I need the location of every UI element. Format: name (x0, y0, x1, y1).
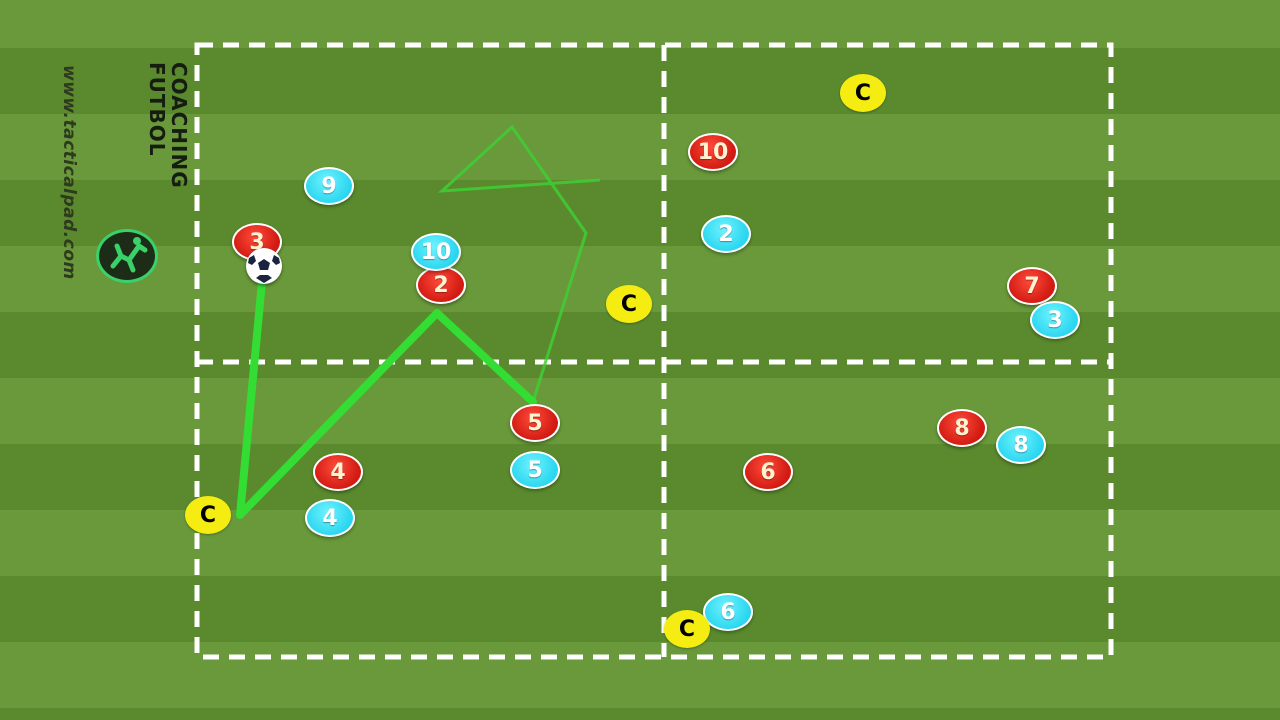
grid-outline (194, 42, 1114, 660)
grass-stripe (0, 576, 1280, 642)
soccer-ball-icon[interactable] (246, 248, 282, 284)
grass-stripe (0, 0, 1280, 48)
cyan-player-4[interactable]: 4 (305, 499, 355, 537)
pass-line (236, 278, 537, 519)
red-player-10[interactable]: 10 (688, 133, 738, 171)
cyan-player-10[interactable]: 10 (411, 233, 461, 271)
pass-lines (236, 278, 537, 519)
red-player-7[interactable]: 7 (1007, 267, 1057, 305)
cyan-player-6[interactable]: 6 (703, 593, 753, 631)
red-player-4[interactable]: 4 (313, 453, 363, 491)
red-player-8[interactable]: 8 (937, 409, 987, 447)
website-url: www.tacticalpad.com (59, 65, 79, 280)
grass-stripe (0, 180, 1280, 246)
grass-stripe (0, 378, 1280, 444)
red-player-5[interactable]: 5 (510, 404, 560, 442)
training-grid (194, 42, 1114, 660)
run-line (437, 124, 601, 403)
cyan-player-9[interactable]: 9 (304, 167, 354, 205)
cyan-player-3[interactable]: 3 (1030, 301, 1080, 339)
cyan-player-8[interactable]: 8 (996, 426, 1046, 464)
grass-stripe (0, 642, 1280, 708)
brand-title-line1: COACHING (167, 62, 191, 189)
coach-marker[interactable]: C (840, 74, 886, 112)
cyan-player-2[interactable]: 2 (701, 215, 751, 253)
coach-marker[interactable]: C (606, 285, 652, 323)
cyan-player-5[interactable]: 5 (510, 451, 560, 489)
player-runs (437, 124, 601, 403)
grass-stripe (0, 114, 1280, 180)
red-player-2[interactable]: 2 (416, 266, 466, 304)
coach-marker[interactable]: C (664, 610, 710, 648)
grass-stripe (0, 48, 1280, 114)
coach-marker[interactable]: C (185, 496, 231, 534)
red-player-6[interactable]: 6 (743, 453, 793, 491)
soccer-player-logo-icon (96, 229, 158, 283)
